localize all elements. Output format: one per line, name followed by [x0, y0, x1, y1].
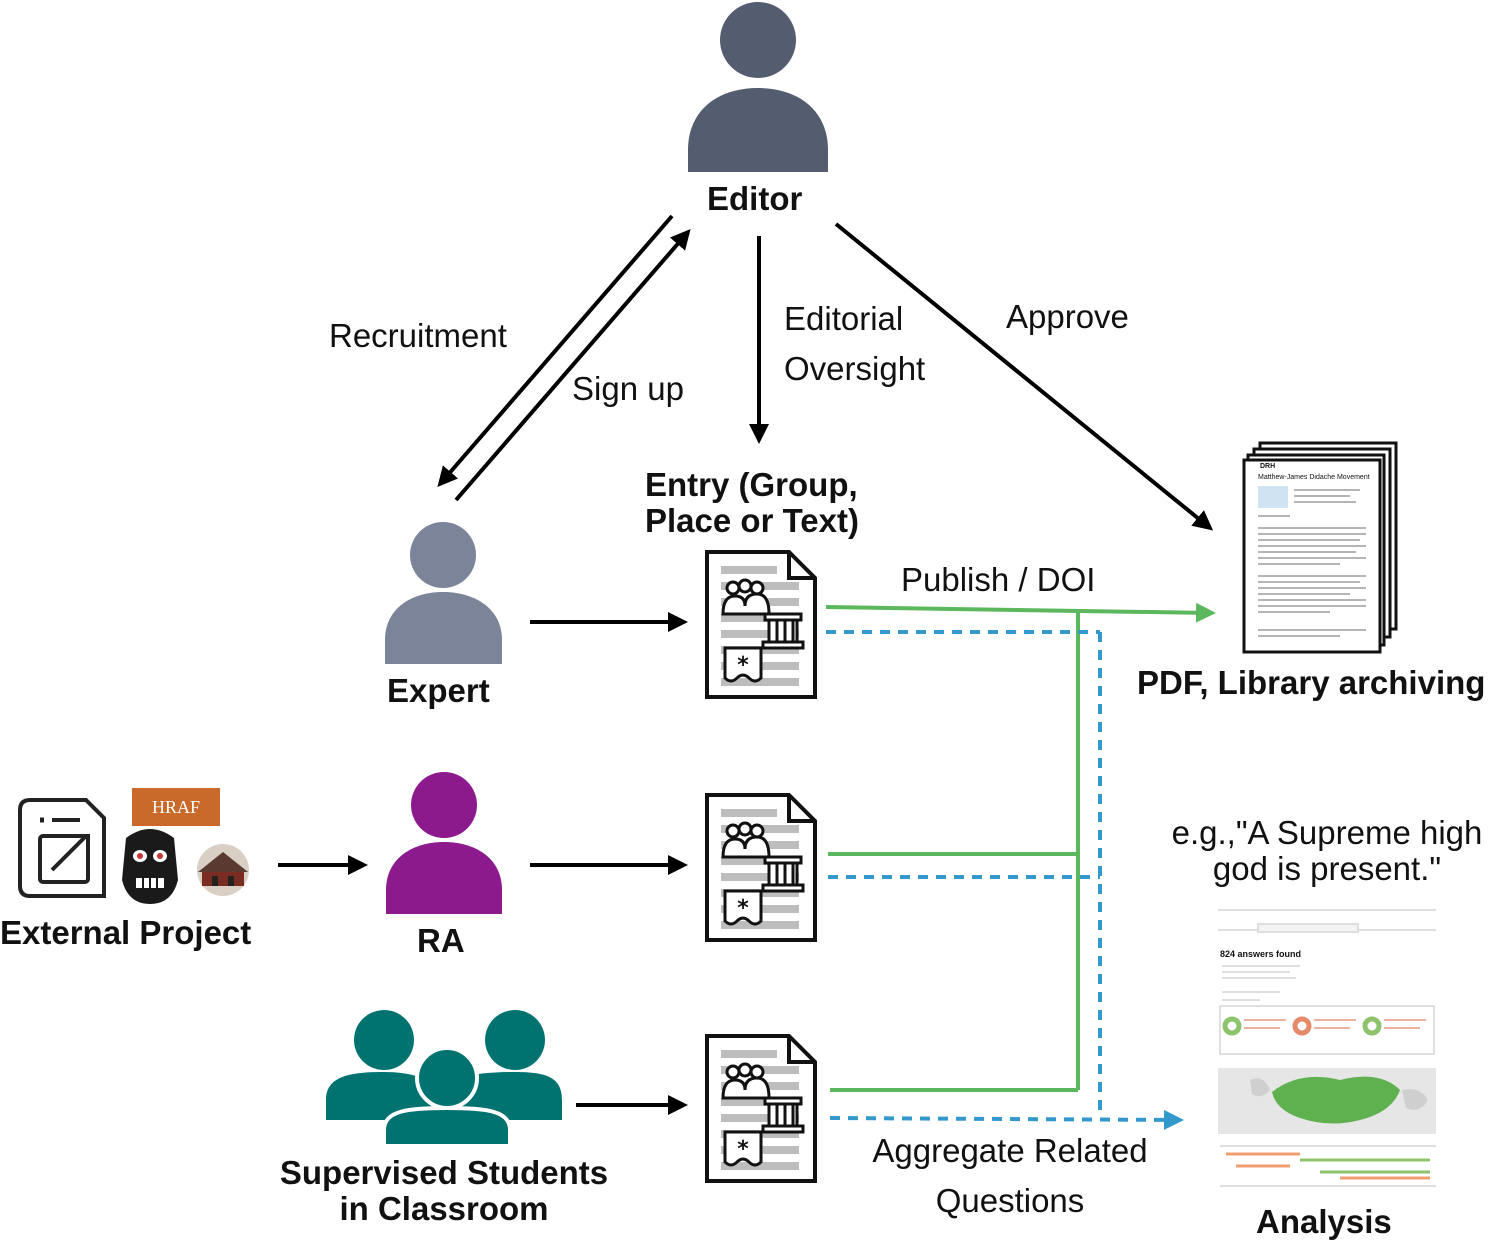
external-project-label: External Project: [0, 914, 252, 951]
pdf-stack-icon: [1242, 441, 1398, 654]
analysis-label: Analysis: [1256, 1203, 1392, 1240]
answers-found-text: 824 answers found: [1220, 949, 1302, 959]
entry-document-icon-2: [705, 793, 817, 942]
pdf-logo-text: DRH: [1260, 463, 1276, 470]
expert-person-icon: [385, 522, 502, 664]
publish-lines: [825, 602, 1216, 1092]
mask-icon: [122, 829, 178, 904]
example-query-line2: god is present.": [1212, 850, 1442, 887]
aggregate-lines: [826, 630, 1184, 1130]
pdf-title-text: Matthew-James Didache Movement: [1258, 474, 1370, 481]
students-label-line1: Supervised Students: [279, 1154, 609, 1191]
pdf-archiving-label: PDF, Library archiving: [1137, 664, 1486, 701]
entry-label-line2: Place or Text): [645, 502, 859, 539]
sign-up-arrow: [454, 228, 691, 502]
editorial-label-line2: Oversight: [784, 350, 926, 387]
aggregate-label-line1: Aggregate Related: [872, 1132, 1148, 1169]
editor-label: Editor: [707, 180, 803, 217]
students-label-line2: in Classroom: [339, 1190, 549, 1227]
ra-person-icon: [386, 772, 502, 914]
analysis-screenshot: [1216, 900, 1438, 1196]
entry-document-icon-1: [705, 550, 817, 699]
aggregate-label-line2: Questions: [935, 1182, 1085, 1219]
ra-label: RA: [417, 922, 465, 959]
sign-up-label: Sign up: [572, 370, 684, 407]
temple-photo-icon: [197, 844, 249, 896]
recruitment-arrow: [437, 214, 674, 488]
editorial-label-line1: Editorial: [784, 300, 904, 337]
entry-label-line1: Entry (Group,: [645, 466, 858, 503]
external-link-icon: [18, 798, 106, 898]
publish-doi-label: Publish / DOI: [901, 561, 1096, 598]
hraf-logo: HRAF: [132, 788, 220, 826]
approve-arrow: [834, 222, 1214, 531]
editor-person-icon: [688, 2, 828, 172]
hraf-logo-text: HRAF: [151, 797, 200, 817]
approve-label: Approve: [1006, 298, 1129, 335]
students-group-icon: [326, 1010, 562, 1148]
expert-label: Expert: [387, 672, 490, 709]
example-query-line1: e.g.,"A Supreme high: [1171, 814, 1483, 851]
entry-document-icon-3: [705, 1034, 817, 1183]
recruitment-label: Recruitment: [329, 317, 507, 354]
